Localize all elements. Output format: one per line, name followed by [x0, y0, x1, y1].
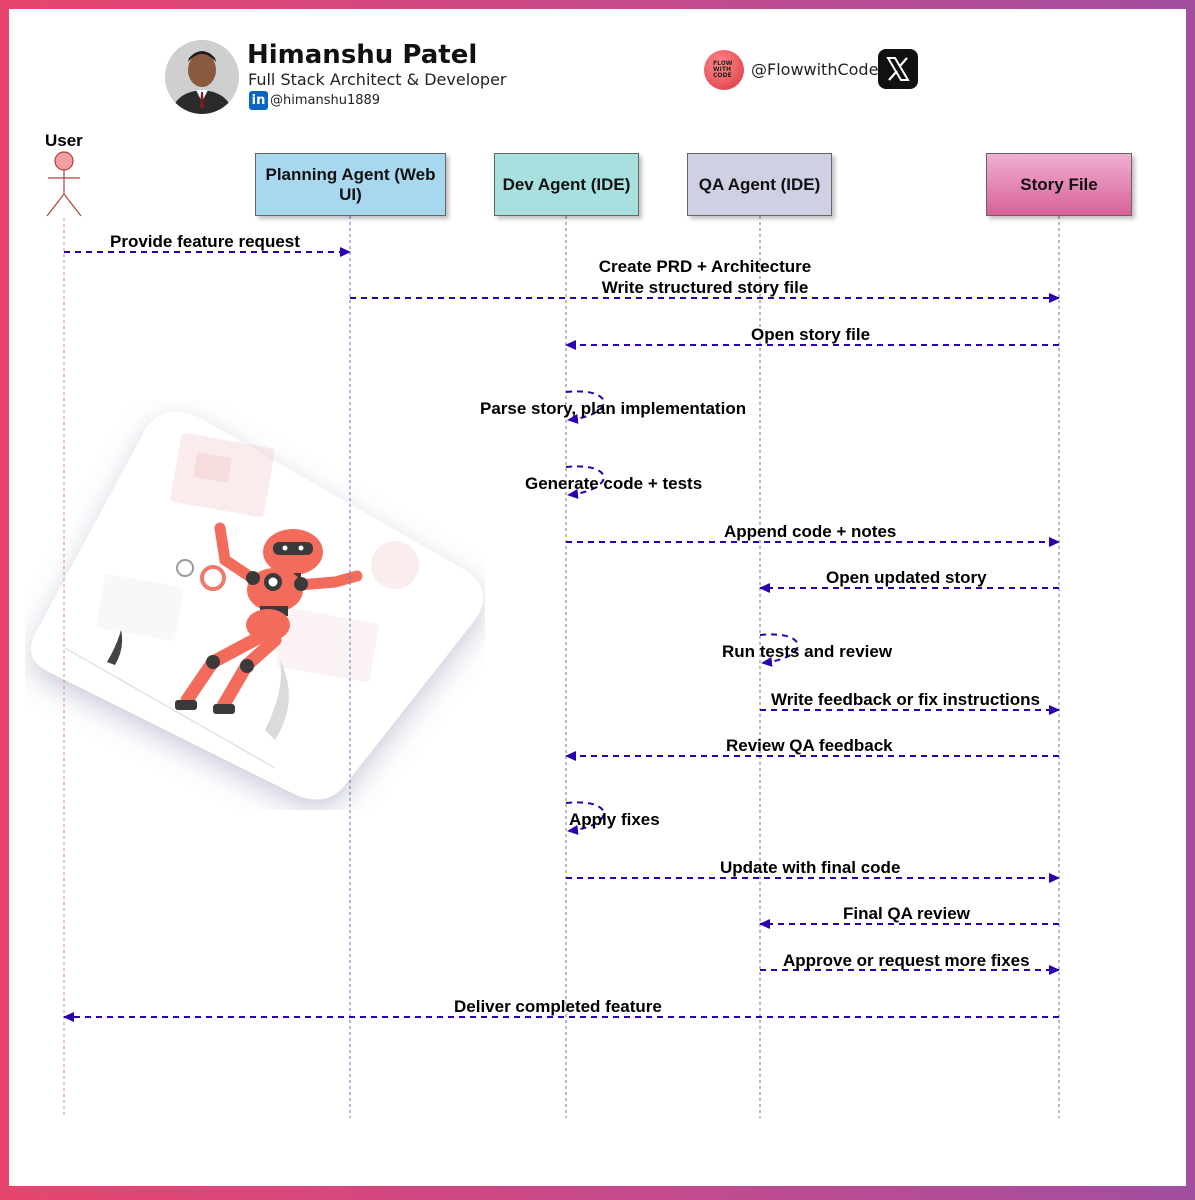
message-label: Generate code + tests — [525, 474, 703, 493]
actor-dev-agent: Dev Agent (IDE) — [494, 153, 639, 216]
brand-logo-text: FLOW WITH CODE — [713, 60, 733, 79]
message-arrows — [63, 247, 1060, 1022]
message-label: Parse story, plan implementation — [480, 399, 747, 418]
lifelines — [63, 216, 1060, 1118]
message-label: Apply fixes — [569, 810, 660, 829]
linkedin-icon: in — [249, 91, 268, 110]
message-label: Run tests and review — [722, 642, 893, 661]
message-arrow — [565, 465, 605, 499]
brand-logo-icon: FLOW WITH CODE — [704, 50, 744, 90]
message-label: Open story file — [751, 325, 871, 344]
author-avatar — [165, 40, 239, 114]
message-label: Provide feature request — [110, 232, 300, 251]
author-name: Himanshu Patel — [247, 40, 478, 70]
message-label: Append code + notes — [724, 522, 897, 541]
message-label: Write feedback or fix instructions — [771, 690, 1040, 709]
message-label: Update with final code — [720, 858, 901, 877]
actor-qa-agent: QA Agent (IDE) — [687, 153, 832, 216]
user-actor-icon — [46, 151, 82, 217]
message-label: Review QA feedback — [726, 736, 893, 755]
message-arrow — [565, 390, 605, 424]
actor-user-label: User — [45, 131, 83, 150]
message-label: Open updated story — [826, 568, 987, 587]
message-label: Create PRD + Architecture Write structur… — [598, 257, 812, 297]
message-arrow — [565, 801, 605, 835]
message-label: Final QA review — [843, 904, 970, 923]
author-role: Full Stack Architect & Developer — [248, 70, 507, 89]
robot-illustration — [31, 411, 483, 800]
actor-planning-agent: Planning Agent (Web UI) — [255, 153, 446, 216]
linkedin-handle[interactable]: @himanshu1889 — [270, 93, 381, 108]
brand-handle[interactable]: @FlowwithCode — [751, 60, 879, 79]
message-arrow — [759, 633, 799, 667]
message-label: Approve or request more fixes — [783, 951, 1030, 970]
x-logo-icon[interactable] — [878, 49, 918, 89]
message-label: Deliver completed feature — [454, 997, 662, 1016]
actor-story-file: Story File — [986, 153, 1132, 216]
